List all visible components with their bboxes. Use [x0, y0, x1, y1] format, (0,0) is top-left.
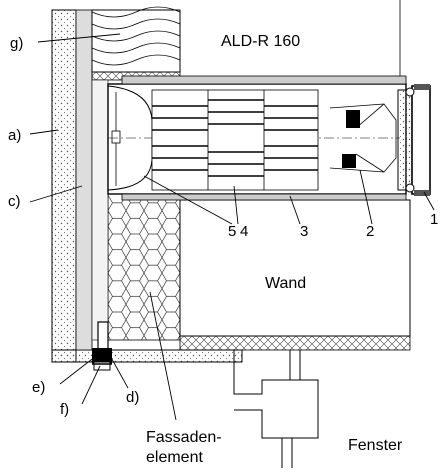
outer-cover: [397, 84, 431, 196]
callout-d: d): [126, 389, 139, 406]
callout-a: a): [8, 127, 21, 144]
facade-label-line1: Fassaden-: [146, 429, 222, 446]
ventilation-duct: [107, 75, 431, 201]
callout-1: 1: [430, 211, 438, 228]
wall-label: Wand: [265, 275, 306, 292]
device-title: ALD-R 160: [221, 33, 300, 50]
callout-e: e): [32, 379, 45, 396]
mounting-bracket: [92, 321, 112, 371]
callout-2: 2: [366, 223, 374, 240]
callout-3: 3: [300, 223, 308, 240]
inner-panel-c: [75, 9, 93, 351]
callout-4: 4: [240, 223, 248, 240]
callout-5: 5: [228, 223, 236, 240]
wall-body: [179, 0, 411, 351]
window-outline: [233, 350, 319, 468]
callout-g: g): [10, 35, 23, 52]
window-label: Fenster: [348, 437, 403, 454]
callout-c: c): [8, 193, 21, 210]
leader-lines: [29, 33, 435, 421]
insulation-g: [91, 6, 181, 81]
callout-f: f): [60, 401, 69, 418]
heat-storage-core: [151, 89, 319, 191]
facade-label-line2: element: [146, 449, 203, 466]
fan-unit: [329, 103, 397, 173]
